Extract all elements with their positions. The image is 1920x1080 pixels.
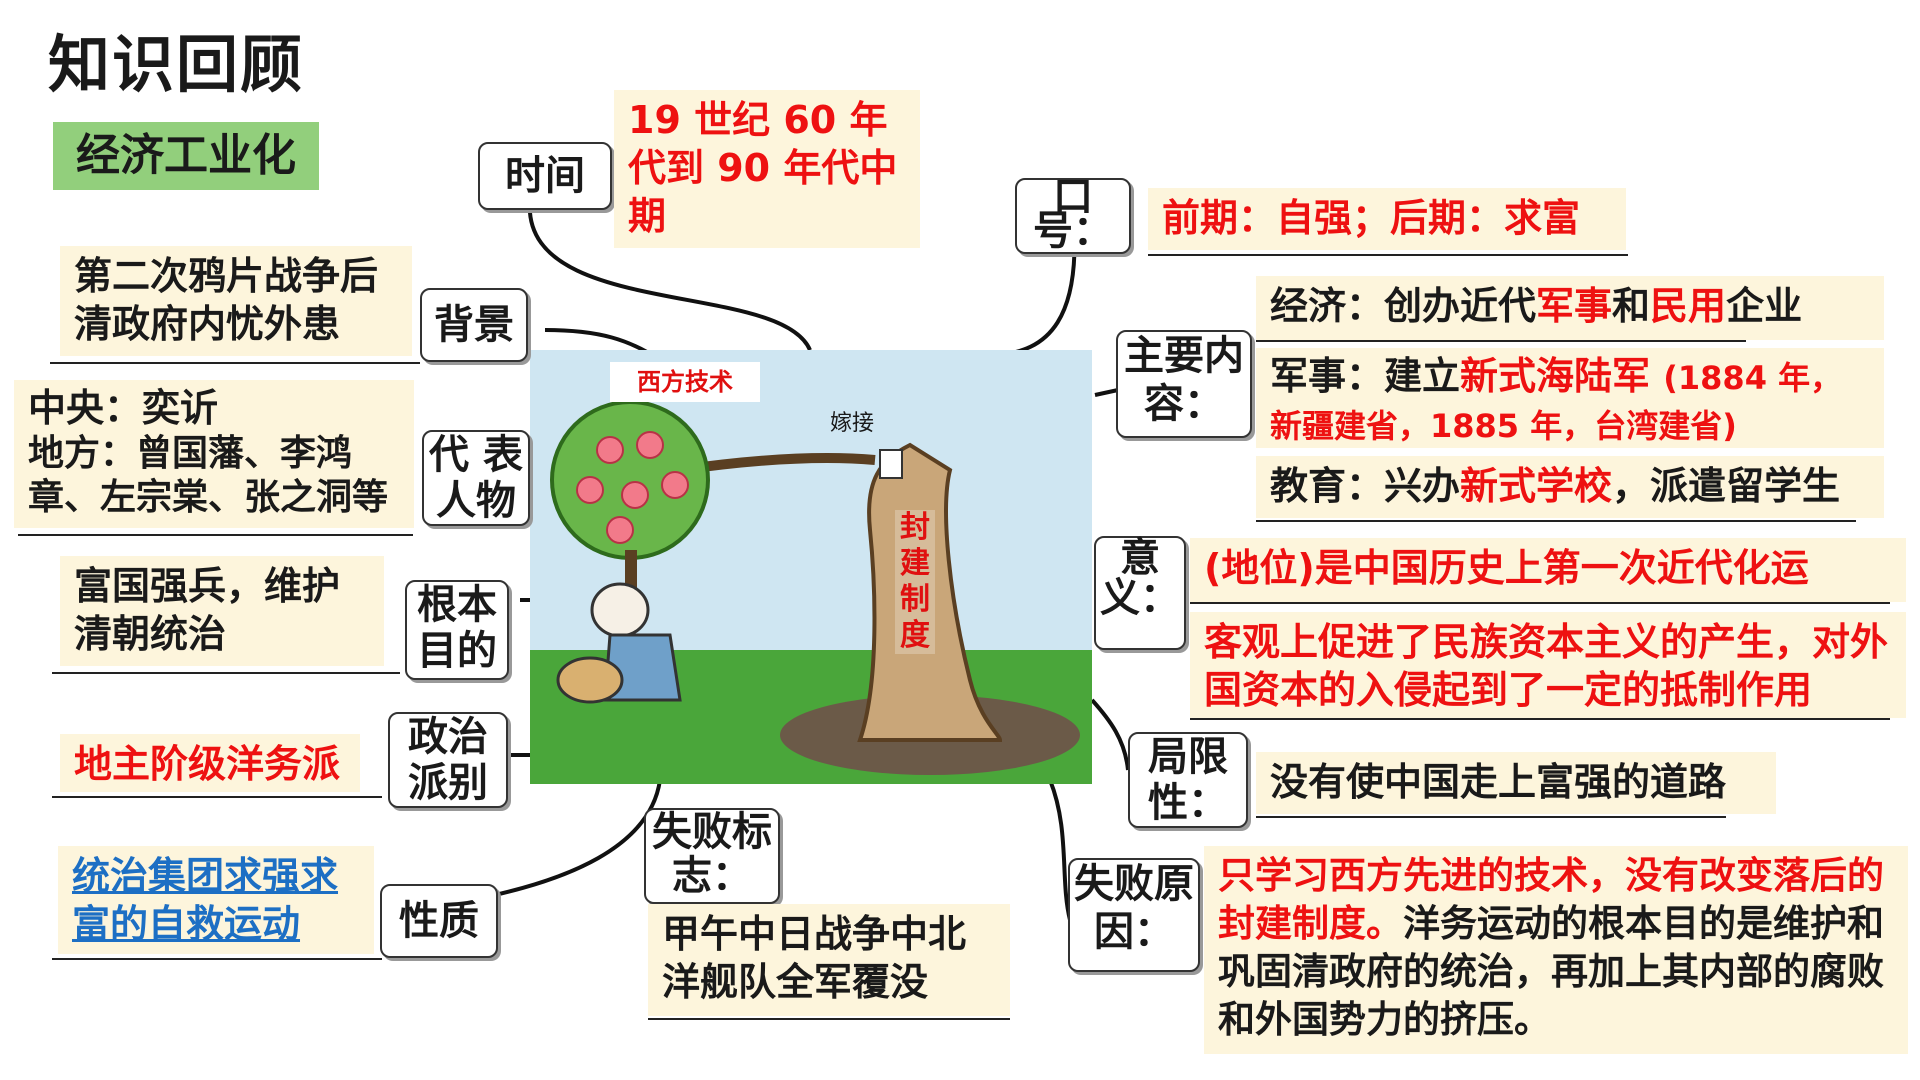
military-new-forces: 新式海陆军 <box>1460 354 1651 398</box>
economy-prefix: 经济：创办近代 <box>1270 284 1537 328</box>
divider <box>1190 718 1890 720</box>
education-prefix: 教育：兴办 <box>1270 464 1461 508</box>
slogan-text: 前期：自强；后期：求富 <box>1148 188 1626 250</box>
failure-reason-label: 失败原因： <box>1068 858 1200 972</box>
divider <box>52 958 382 960</box>
faction-text: 地主阶级洋务派 <box>60 734 360 792</box>
failure-reason-red: 只学习西方先进的技术，没有改变落后的封建制度。 <box>1218 854 1884 945</box>
education-new-schools: 新式学校 <box>1460 464 1613 508</box>
page-title: 知识回顾 <box>48 28 305 101</box>
significance-label: 意义： <box>1094 536 1186 650</box>
section-tag: 经济工业化 <box>53 122 319 190</box>
central-representative: 中央：奕䜣 <box>28 386 219 430</box>
purpose-label: 根本目的 <box>405 580 509 680</box>
significance-effect: 客观上促进了民族资本主义的产生，对外国资本的入侵起到了一定的抵制作用 <box>1190 612 1906 718</box>
failure-sign-text: 甲午中日战争中北洋舰队全军覆没 <box>648 904 1010 1016</box>
center-illustration: 西方技术 嫁接 封建制度 <box>530 350 1092 784</box>
limitation-text: 没有使中国走上富强的道路 <box>1256 752 1776 814</box>
local-representatives: 地方：曾国藩、李鸿章、左宗棠、张之洞等 <box>28 433 389 518</box>
divider <box>648 1018 1010 1020</box>
military-note: (1884 年，新疆建省，1885 年，台湾建省) <box>1270 359 1843 445</box>
economy-civil: 民用 <box>1650 284 1727 328</box>
significance-status: (地位)是中国历史上第一次近代化运 <box>1190 538 1906 602</box>
divider <box>18 534 413 536</box>
nature-label: 性质 <box>380 884 498 958</box>
divider <box>1256 816 1726 818</box>
feudal-system-label: 封建制度 <box>895 510 935 654</box>
failure-reason-black: 洋务运动的根本目的是维护和巩固清政府的统治，再加上其内部的腐败和外国势力的挤压。 <box>1218 902 1884 1041</box>
graft-label: 嫁接 <box>830 411 875 436</box>
divider <box>50 362 420 364</box>
education-suffix: ，派遣留学生 <box>1612 464 1841 508</box>
economy-and: 和 <box>1612 284 1651 328</box>
faction-label: 政治派别 <box>388 712 508 808</box>
slogan-label: 口号： <box>1015 177 1131 254</box>
economy-military: 军事 <box>1536 284 1613 328</box>
divider <box>52 672 400 674</box>
background-text: 第二次鸦片战争后清政府内忧外患 <box>60 246 412 356</box>
western-tech-banner: 西方技术 <box>610 362 760 402</box>
divider <box>1256 520 1856 522</box>
military-item: 军事：建立新式海陆军 (1884 年，新疆建省，1885 年，台湾建省) <box>1256 348 1884 448</box>
failure-reason-text: 只学习西方先进的技术，没有改变落后的封建制度。洋务运动的根本目的是维护和巩固清政… <box>1204 846 1908 1054</box>
divider <box>1190 602 1890 604</box>
economy-suffix: 企业 <box>1726 284 1803 328</box>
economy-item: 经济：创办近代军事和民用企业 <box>1256 276 1884 340</box>
graft-illustration <box>530 350 1092 784</box>
failure-sign-label: 失败标志： <box>644 808 780 904</box>
representatives-label: 代 表人物 <box>422 430 530 526</box>
military-prefix: 军事：建立 <box>1270 354 1461 398</box>
time-label: 时间 <box>478 142 612 210</box>
background-label: 背景 <box>420 288 528 362</box>
divider <box>1148 254 1628 256</box>
divider <box>1256 340 1746 342</box>
limitation-label: 局限性： <box>1128 732 1248 828</box>
divider <box>52 796 382 798</box>
nature-text: 统治集团求强求富的自救运动 <box>58 846 374 954</box>
purpose-text: 富国强兵，维护清朝统治 <box>60 556 384 666</box>
education-item: 教育：兴办新式学校，派遣留学生 <box>1256 456 1884 518</box>
representatives-box: 中央：奕䜣 地方：曾国藩、李鸿章、左宗棠、张之洞等 <box>14 380 414 528</box>
time-text: 19 世纪 60 年代到 90 年代中期 <box>614 90 920 248</box>
content-label: 主要内容： <box>1116 330 1252 438</box>
